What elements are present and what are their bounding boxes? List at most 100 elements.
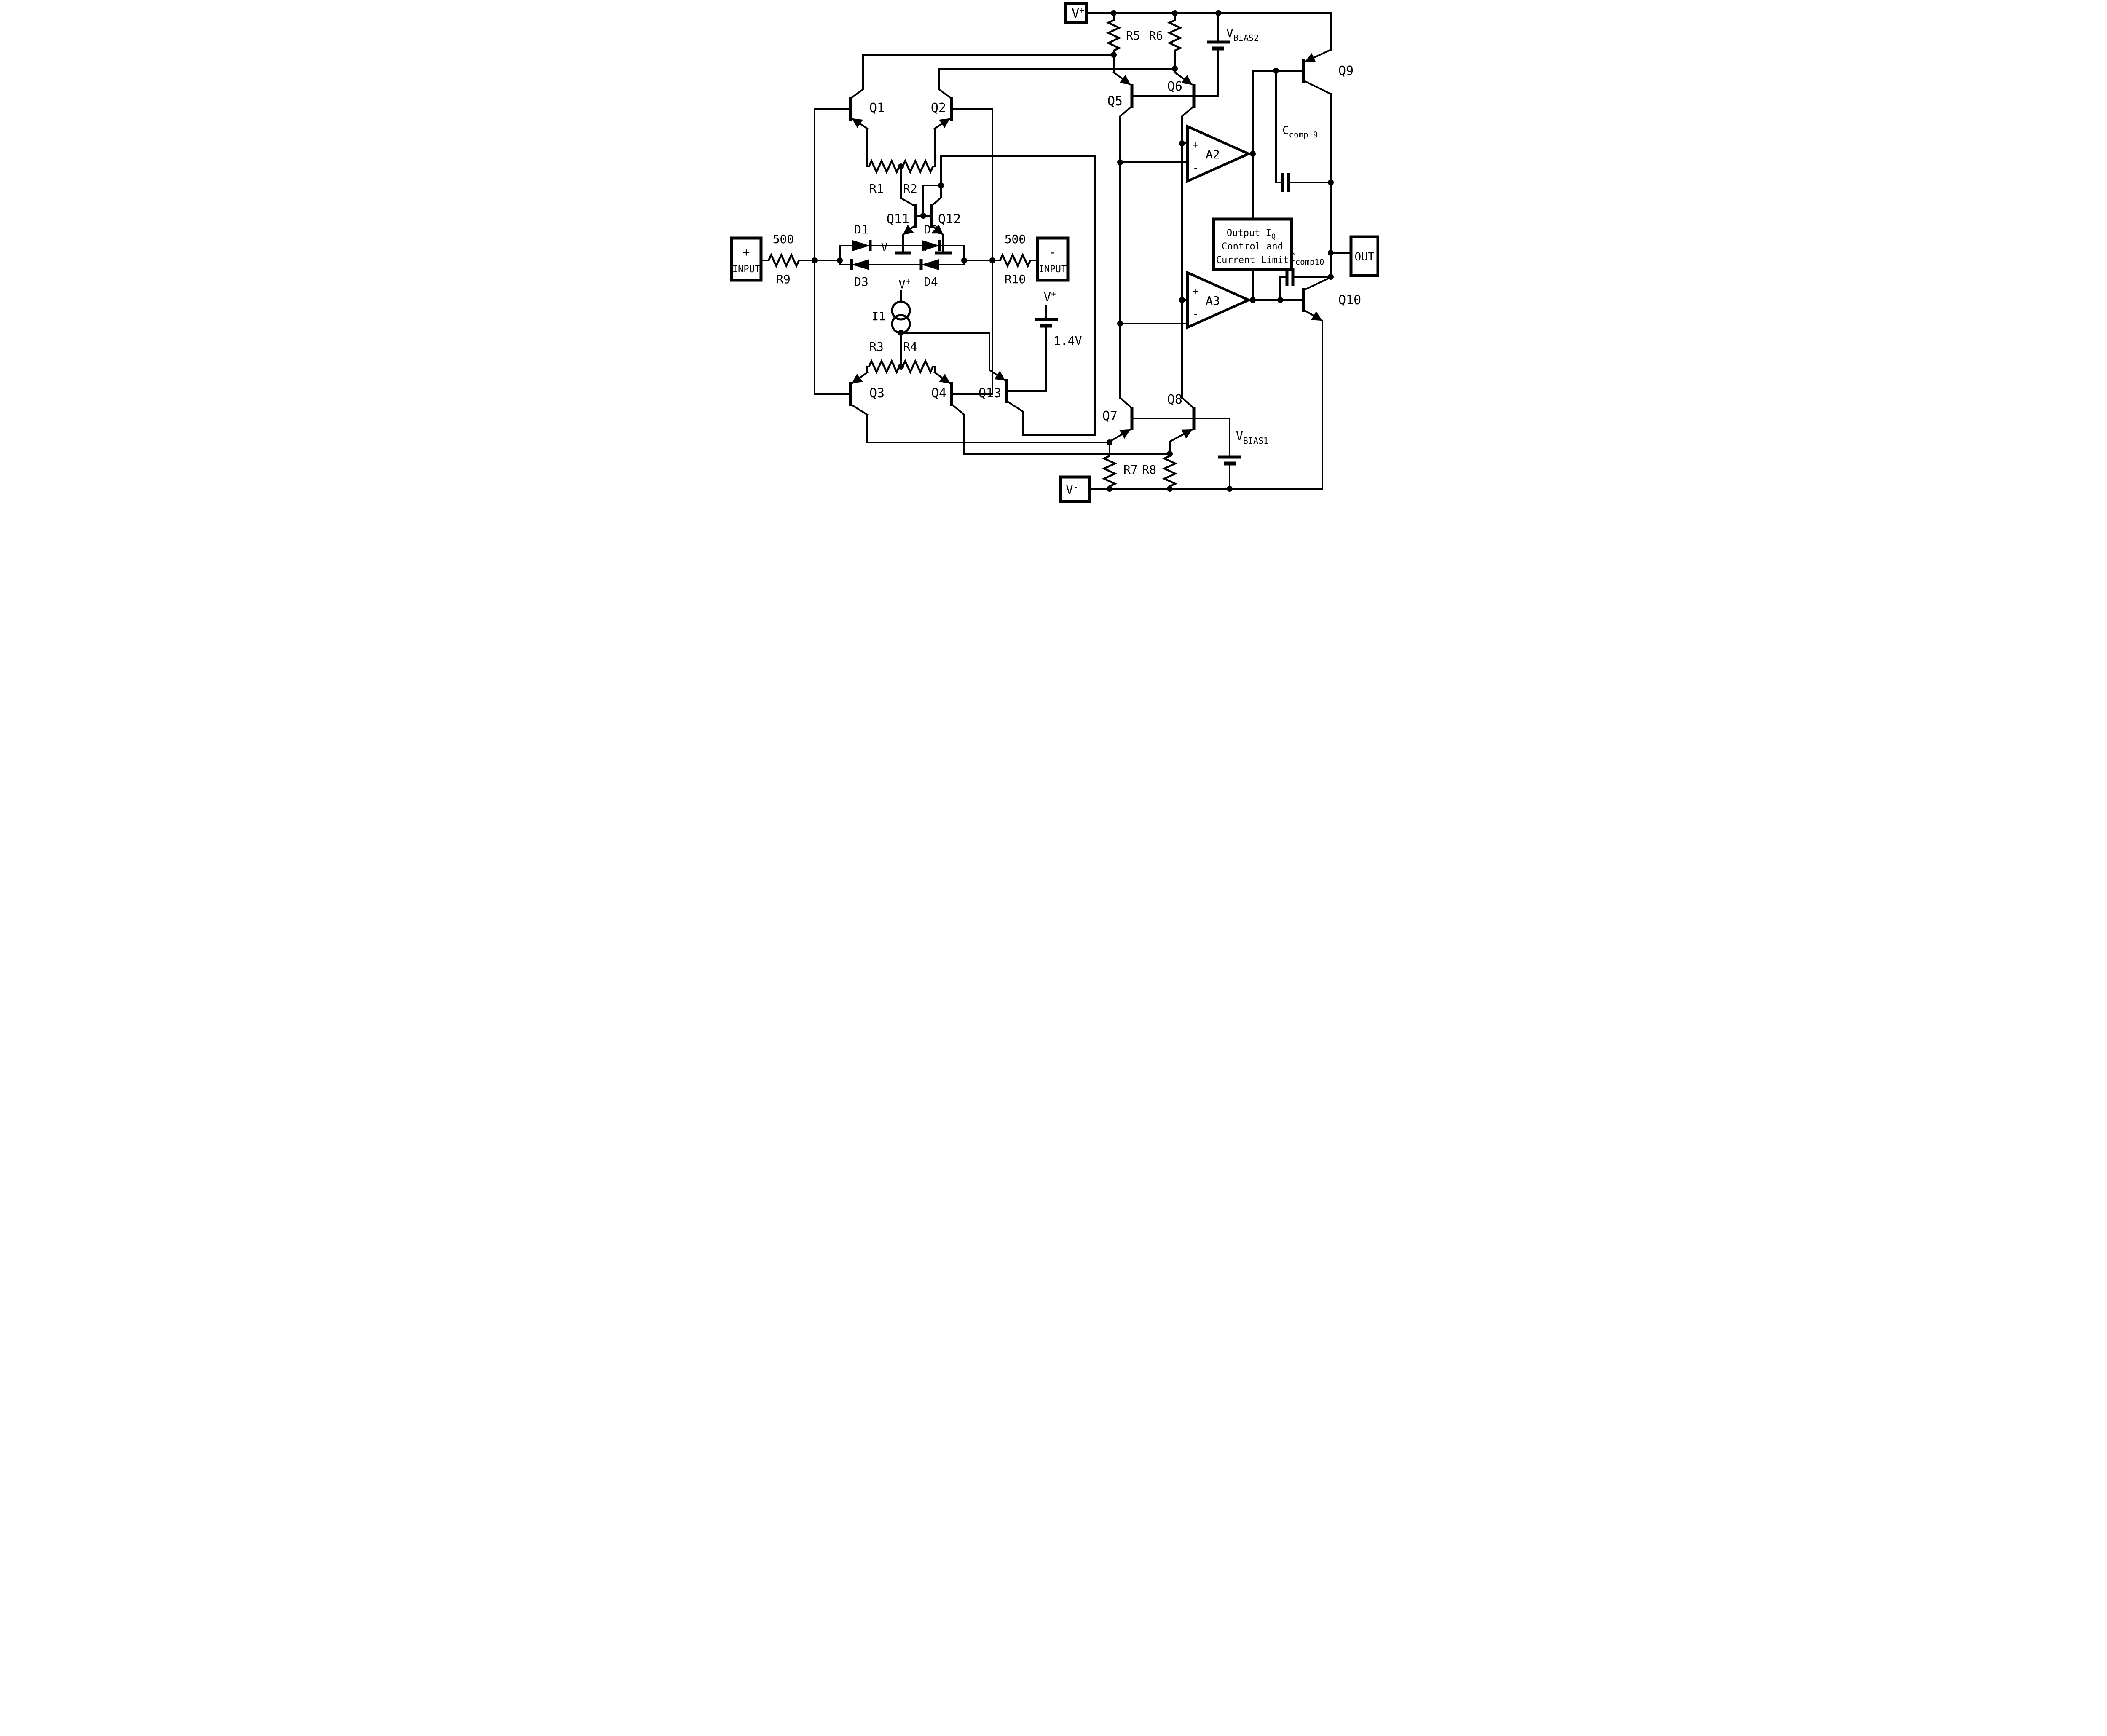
q4-emitter (933, 371, 951, 384)
q4-label: Q4 (931, 386, 946, 401)
r6-label: R6 (1149, 29, 1163, 43)
d3-triangle (851, 259, 869, 270)
q11-label: Q11 (886, 212, 909, 227)
ccomp10-label: Ccomp10 (1289, 252, 1324, 267)
iq-line3: Current Limit (1216, 255, 1288, 265)
junction-dot (1110, 52, 1117, 58)
q7-label: Q7 (1102, 409, 1117, 423)
wires (760, 12, 1352, 490)
ccomp9-sub: comp 9 (1289, 130, 1318, 139)
plus-input-sign: + (743, 245, 750, 259)
transistor-q9: Q9 (1302, 48, 1354, 95)
q5-emitter (1112, 71, 1131, 86)
vplus-top-sup: + (1079, 5, 1084, 15)
junction-dot (836, 257, 843, 263)
junction-dot (1117, 159, 1123, 165)
resistor-r3 (868, 359, 900, 375)
q8-label: Q8 (1167, 392, 1182, 407)
d4-triangle (921, 259, 939, 270)
minus-input-label: INPUT (1038, 264, 1066, 275)
transistor-q3: Q3 (849, 371, 885, 416)
junction-dots (811, 10, 1334, 492)
battery-1v4: V+ 1.4V (1034, 289, 1082, 348)
diode-d2: D2 (922, 222, 941, 251)
junction-dot (1117, 321, 1123, 327)
q2-label: Q2 (930, 101, 946, 115)
wire-r4-lead (932, 366, 936, 373)
plus-input-label: INPUT (732, 264, 760, 275)
junction-dot (898, 364, 904, 370)
transistor-q4: Q4 (931, 371, 965, 416)
vplus-top-v: V (1072, 6, 1079, 21)
r4-label: R4 (903, 340, 917, 354)
transistor-q5: Q5 (1107, 71, 1133, 118)
r3-label: R3 (869, 340, 884, 354)
iq-control-block: Output IQ Control and Current Limit (1212, 217, 1293, 271)
q6-collector (1180, 105, 1195, 118)
junction-dot (1179, 297, 1185, 303)
q12-collector (930, 196, 942, 207)
wire-q2-collector-to-r6 (938, 68, 1176, 90)
q6-emitter (1173, 71, 1193, 86)
junction-dot (1166, 451, 1173, 457)
schematic-page: Q1 Q2 Q11 Q12 Q3 Q4 Q13 Q (728, 0, 1379, 506)
wire-r3-lead (866, 366, 870, 373)
q12-label: Q12 (938, 212, 961, 227)
r9-label: R9 (776, 272, 791, 286)
q2-collector (937, 88, 953, 100)
q7-emitter (1108, 429, 1131, 443)
junction-dot (1249, 151, 1256, 157)
junction-dot (1171, 66, 1178, 72)
out-terminal: OUT (1349, 235, 1379, 277)
i1-vplus-sup: + (905, 276, 910, 286)
a2-plus: + (1193, 139, 1198, 151)
d4-label: D4 (924, 275, 938, 289)
junction-dot (938, 182, 944, 188)
vbias2-sub: BIAS2 (1233, 33, 1258, 43)
out-box (1349, 235, 1379, 277)
battery14-value: 1.4V (1054, 334, 1082, 348)
q1-label: Q1 (869, 101, 885, 115)
plus-input-box (730, 236, 762, 282)
plus-input-terminal: + INPUT (730, 236, 762, 282)
r5-label: R5 (1126, 29, 1140, 43)
resistor-r8 (1162, 455, 1177, 488)
r9-value: 500 (772, 232, 794, 246)
i1-label: I1 (871, 309, 886, 323)
ccomp9-label: Ccomp 9 (1282, 124, 1318, 139)
resistor-r5 (1106, 19, 1121, 52)
diode-d4: D4 (919, 259, 939, 289)
vbias1-sub: BIAS1 (1243, 436, 1268, 446)
vplus-top-terminal: V+ (1064, 2, 1088, 24)
q6-label: Q6 (1167, 79, 1182, 94)
junction-dot (1171, 10, 1178, 16)
resistor-r9 (767, 252, 800, 268)
transistor-q2: Q2 (930, 88, 953, 130)
opamp-internal-schematic: Q1 Q2 Q11 Q12 Q3 Q4 Q13 Q (728, 0, 1379, 506)
ground-q11: V- (881, 240, 911, 255)
i1-vplus-v: V (898, 277, 906, 291)
vminus-label: V- (1066, 482, 1078, 497)
q1-emitter (851, 118, 869, 130)
battery14-sup: + (1051, 289, 1056, 299)
wire-q1-collector-to-r5 (862, 54, 1115, 90)
q11-vminus-v: V (881, 241, 887, 254)
transistor-q11: Q11 (886, 197, 917, 236)
out-label: OUT (1354, 251, 1374, 263)
junction-dot (1110, 10, 1117, 16)
q12-emitter (930, 224, 944, 236)
vminus-v: V (1066, 483, 1073, 497)
junction-dot (961, 257, 967, 263)
q2-emitter (933, 118, 951, 130)
q10-collector (1302, 276, 1332, 292)
resistor-r6 (1167, 19, 1182, 52)
junction-dot (1249, 297, 1256, 303)
q3-label: Q3 (869, 386, 885, 401)
junction-dot (1327, 274, 1334, 280)
junction-dot (1273, 68, 1279, 74)
vbias1-v: V (1236, 429, 1243, 443)
junction-dot (1277, 297, 1283, 303)
junction-dot (989, 257, 995, 263)
vbias2-label: VBIAS2 (1226, 26, 1259, 43)
r8-label: R8 (1142, 463, 1156, 477)
